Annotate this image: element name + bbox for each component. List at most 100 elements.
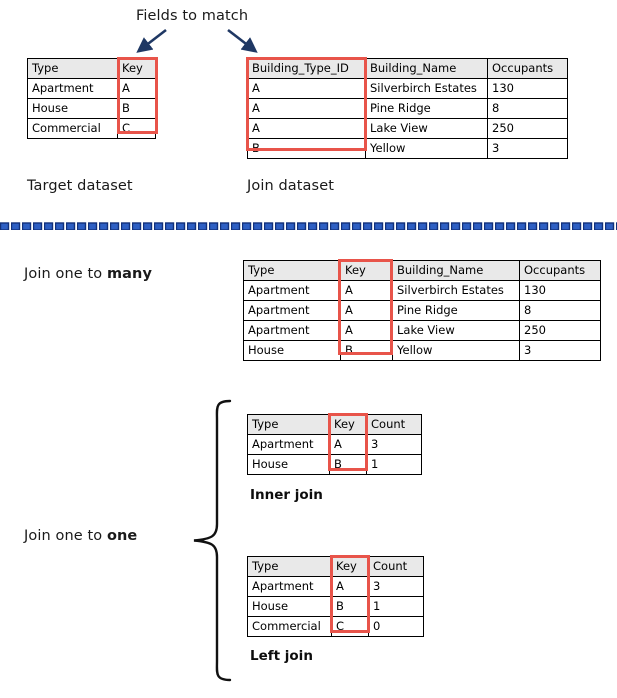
cell-building-type-id: A (247, 118, 366, 139)
target-dataset-table-wrapper: Type Key Apartment A House B Commercial … (27, 58, 156, 139)
cell-key: B (117, 98, 156, 119)
table-header-row: Building_Type_ID Building_Name Occupants (247, 58, 568, 79)
join-one-to-many-label: Join one to many (24, 266, 152, 282)
cell-count: 3 (366, 434, 422, 455)
cell-key: A (340, 320, 393, 341)
column-header-key: Key (329, 414, 367, 435)
column-header-type: Type (247, 414, 330, 435)
join-dataset-label: Join dataset (247, 178, 334, 194)
cell-type: Apartment (247, 576, 332, 597)
cell-key: A (340, 300, 393, 321)
cell-type: Apartment (243, 280, 341, 301)
table-header-row: Type Key Count (247, 414, 422, 435)
cell-key: B (329, 454, 367, 475)
table-row: Apartment A (27, 78, 156, 99)
table-row: Apartment A 3 (247, 434, 422, 455)
cell-key: B (340, 340, 393, 361)
cell-building-name: Lake View (392, 320, 520, 341)
cell-key: C (331, 616, 369, 637)
cell-key: C (117, 118, 156, 139)
left-join-result-table: Type Key Count Apartment A 3 House B 1 C… (247, 556, 424, 637)
cell-count: 3 (368, 576, 424, 597)
join-dataset-table: Building_Type_ID Building_Name Occupants… (247, 58, 568, 159)
cell-building-type-id: A (247, 78, 366, 99)
cell-type: Commercial (27, 118, 118, 139)
one-to-many-table-wrapper: Type Key Building_Name Occupants Apartme… (243, 260, 601, 361)
cell-key: A (329, 434, 367, 455)
cell-key: A (331, 576, 369, 597)
table-row: A Pine Ridge 8 (247, 98, 568, 119)
column-header-count: Count (366, 414, 422, 435)
column-header-building-name: Building_Name (365, 58, 488, 79)
table-row: A Silverbirch Estates 130 (247, 78, 568, 99)
table-row: Commercial C (27, 118, 156, 139)
table-row: Apartment A 3 (247, 576, 424, 597)
column-header-type: Type (27, 58, 118, 79)
column-header-type: Type (243, 260, 341, 281)
cell-key: A (117, 78, 156, 99)
table-header-row: Type Key Count (247, 556, 424, 577)
cell-building-name: Lake View (365, 118, 488, 139)
cell-key: A (340, 280, 393, 301)
table-row: Apartment A Lake View 250 (243, 320, 601, 341)
table-row: Apartment A Pine Ridge 8 (243, 300, 601, 321)
cell-building-type-id: B (247, 138, 366, 159)
column-header-building-name: Building_Name (392, 260, 520, 281)
cell-occupants: 3 (487, 138, 568, 159)
join-one-to-many-prefix: Join one to (24, 266, 107, 282)
arrow-to-join-key-icon (227, 28, 258, 53)
cell-count: 1 (366, 454, 422, 475)
cell-type: House (247, 596, 332, 617)
cell-count: 1 (368, 596, 424, 617)
cell-occupants: 3 (519, 340, 601, 361)
column-header-count: Count (368, 556, 424, 577)
cell-building-name: Yellow (392, 340, 520, 361)
cell-occupants: 250 (487, 118, 568, 139)
table-header-row: Type Key (27, 58, 156, 79)
cell-building-name: Silverbirch Estates (365, 78, 488, 99)
join-dataset-table-wrapper: Building_Type_ID Building_Name Occupants… (247, 58, 568, 159)
cell-occupants: 250 (519, 320, 601, 341)
one-to-many-result-table: Type Key Building_Name Occupants Apartme… (243, 260, 601, 361)
arrow-to-target-key-icon (136, 28, 167, 53)
column-header-key: Key (117, 58, 156, 79)
left-join-label: Left join (250, 648, 313, 664)
cell-type: Apartment (243, 320, 341, 341)
column-header-occupants: Occupants (519, 260, 601, 281)
cell-key: B (331, 596, 369, 617)
cell-type: Apartment (27, 78, 118, 99)
cell-occupants: 130 (487, 78, 568, 99)
cell-building-type-id: A (247, 98, 366, 119)
cell-occupants: 8 (519, 300, 601, 321)
table-row: House B (27, 98, 156, 119)
cell-type: House (243, 340, 341, 361)
cell-building-name: Yellow (365, 138, 488, 159)
column-header-key: Key (331, 556, 369, 577)
table-row: House B 1 (247, 596, 424, 617)
left-join-table-wrapper: Type Key Count Apartment A 3 House B 1 C… (247, 556, 424, 637)
join-one-to-one-label: Join one to one (24, 528, 137, 544)
table-row: Apartment A Silverbirch Estates 130 (243, 280, 601, 301)
table-row: House B 1 (247, 454, 422, 475)
cell-building-name: Pine Ridge (365, 98, 488, 119)
column-header-key: Key (340, 260, 393, 281)
target-dataset-table: Type Key Apartment A House B Commercial … (27, 58, 156, 139)
table-row: House B Yellow 3 (243, 340, 601, 361)
cell-type: House (27, 98, 118, 119)
inner-join-label: Inner join (250, 487, 323, 503)
grouping-brace-icon (193, 399, 232, 682)
cell-building-name: Pine Ridge (392, 300, 520, 321)
cell-occupants: 130 (519, 280, 601, 301)
column-header-type: Type (247, 556, 332, 577)
column-header-occupants: Occupants (487, 58, 568, 79)
inner-join-table-wrapper: Type Key Count Apartment A 3 House B 1 (247, 414, 422, 475)
table-row: Commercial C 0 (247, 616, 424, 637)
cell-type: House (247, 454, 330, 475)
section-divider (0, 218, 617, 230)
cell-building-name: Silverbirch Estates (392, 280, 520, 301)
inner-join-result-table: Type Key Count Apartment A 3 House B 1 (247, 414, 422, 475)
cell-count: 0 (368, 616, 424, 637)
cell-type: Apartment (247, 434, 330, 455)
cell-occupants: 8 (487, 98, 568, 119)
fields-to-match-label: Fields to match (136, 8, 249, 24)
